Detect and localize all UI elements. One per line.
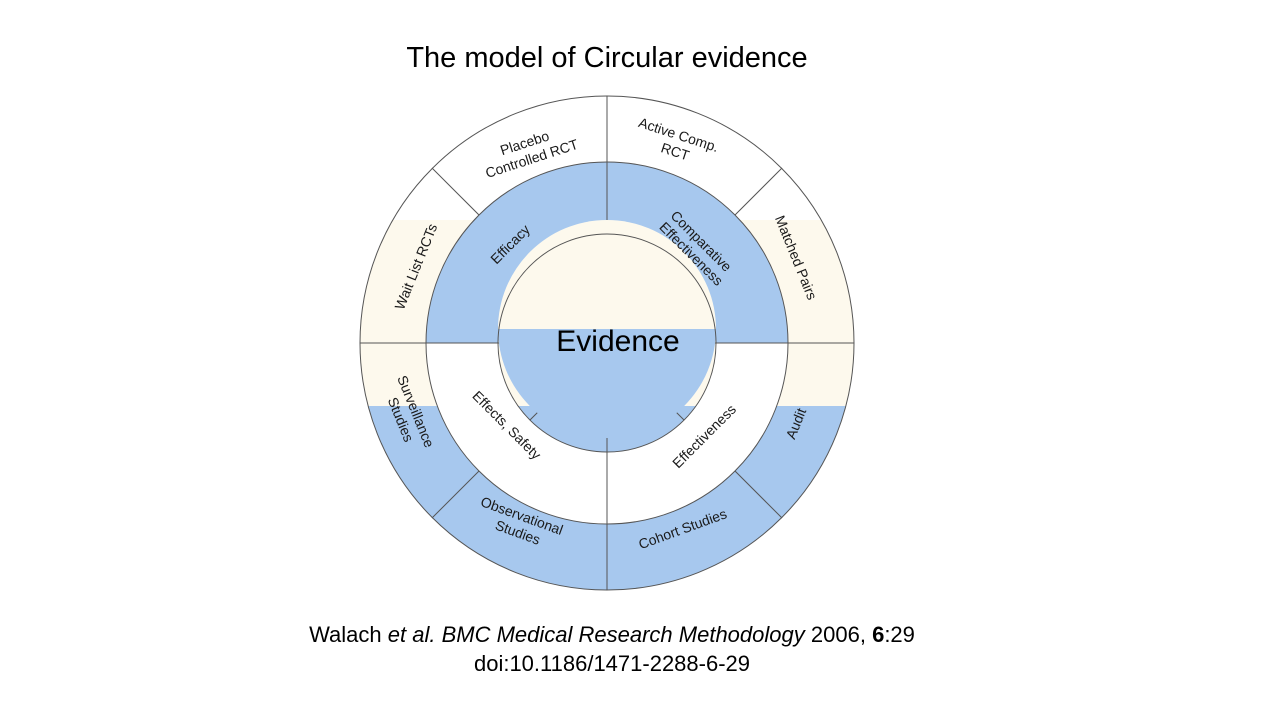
center-disc (497, 220, 717, 453)
inner-ring (425, 161, 789, 525)
citation-line-1: Walach et al. BMC Medical Research Metho… (0, 620, 1224, 649)
center-bottom-blue (498, 329, 716, 438)
citation-page: :29 (884, 622, 915, 647)
citation: Walach et al. BMC Medical Research Metho… (0, 620, 1224, 678)
center-label: Evidence (556, 325, 679, 358)
outer-ring-outline (359, 95, 855, 591)
inner-ring-top-blue (426, 162, 788, 343)
inner-ring-outline (425, 161, 789, 525)
slide-title: The model of Circular evidence (406, 42, 808, 74)
center-top-cream (498, 220, 716, 329)
inner-ring-bottom-white (426, 343, 788, 524)
citation-doi: doi:10.1186/1471-2288-6-29 (473, 651, 751, 676)
citation-volume: 6 (872, 622, 885, 647)
center-outline (497, 233, 717, 453)
citation-etal: et al. (387, 622, 436, 647)
citation-year: 2006, (810, 622, 866, 647)
citation-journal: BMC Medical Research Methodology (441, 622, 805, 647)
citation-author: Walach (309, 622, 382, 647)
